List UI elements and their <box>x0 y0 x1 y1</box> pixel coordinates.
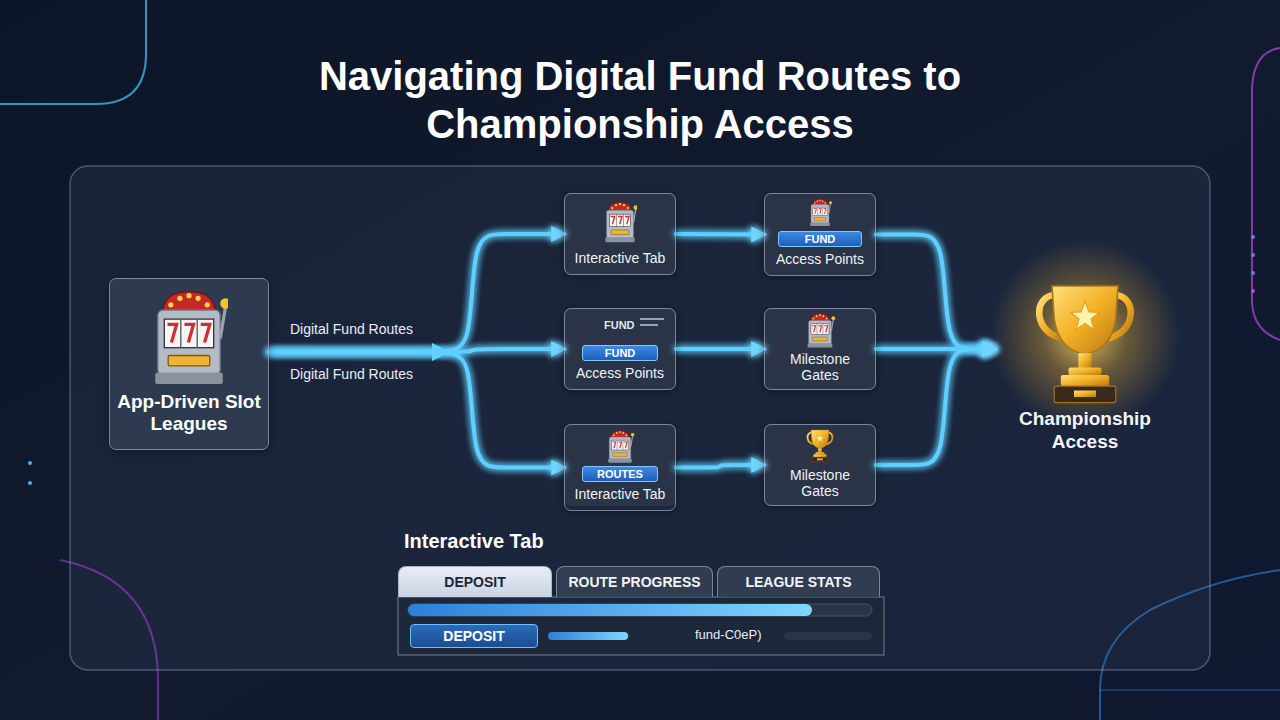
node-fill <box>564 424 676 506</box>
node-fill <box>764 308 876 390</box>
deco-dot <box>1251 235 1255 239</box>
flow-connector <box>876 349 995 465</box>
glass-panel <box>70 166 1210 670</box>
deco-dot <box>28 461 32 465</box>
corner-line <box>1100 689 1280 691</box>
corner-arc <box>1252 48 1280 340</box>
route-box: Interactive Tab <box>564 193 676 275</box>
node-label: Milestone Gates <box>774 351 866 383</box>
trophy-icon <box>808 430 833 462</box>
node-label: DEPOSIT <box>443 628 504 644</box>
deco-dot <box>1251 289 1255 293</box>
node-label: Interactive Tab <box>404 530 544 553</box>
title-block: Navigating Digital Fund Routes to Champi… <box>0 52 1280 148</box>
node-fill <box>110 278 268 450</box>
milestone-box: Milestone Gates <box>764 308 876 390</box>
badge-label: ROUTES <box>582 466 658 482</box>
deposit-button: DEPOSIT <box>410 624 538 648</box>
node-label: Access Points <box>576 365 664 381</box>
node-fill <box>564 193 676 275</box>
mini-track <box>784 632 872 640</box>
title: Navigating Digital Fund Routes to Champi… <box>270 52 1010 148</box>
node-label: LEAGUE STATS <box>745 574 851 590</box>
progress-track <box>408 604 872 616</box>
flow-connector <box>876 235 995 350</box>
league-box: App-Driven Slot Leagues <box>109 278 269 450</box>
node-fill <box>764 424 876 506</box>
interactive-tab-panel: Interactive Tab fund-C0eP) DEPOSIT ROUTE PR… <box>396 528 886 658</box>
tab-button: LEAGUE STATS <box>717 566 880 597</box>
node-label: App-Driven Slot Leagues <box>116 391 262 435</box>
slot-machine-icon <box>808 314 836 348</box>
trophy-illustration <box>1039 286 1131 403</box>
flow-connector <box>676 347 764 351</box>
progress-fill <box>408 604 812 616</box>
node-label: ROUTE PROGRESS <box>568 574 700 590</box>
tab-button: ROUTE PROGRESS <box>556 566 713 597</box>
trophy-glow <box>990 240 1180 430</box>
flow-connector <box>676 465 764 468</box>
edge-label: Digital Fund Routes <box>290 366 413 382</box>
node-label: Milestone Gates <box>774 467 866 499</box>
connectors <box>269 234 995 468</box>
slot-machine-icon <box>605 202 638 242</box>
deco-dot <box>1251 271 1255 275</box>
node-label: Championship Access <box>1000 408 1170 454</box>
node-label: FUND <box>604 319 635 331</box>
flow-connector <box>269 234 564 352</box>
deco-dot <box>28 481 32 485</box>
deco-dot <box>1251 253 1255 257</box>
flow-connector <box>676 232 764 237</box>
edge-label: Digital Fund Routes <box>290 321 413 337</box>
node-fills <box>110 193 876 506</box>
mini-track <box>548 632 630 640</box>
node-label: Access Points <box>776 251 864 267</box>
node-fill <box>764 193 876 275</box>
route-box: FUND Access Points <box>764 193 876 276</box>
flow-connector <box>269 352 564 468</box>
route-box: ROUTES Interactive Tab <box>564 424 676 511</box>
slot-machine-icon <box>608 431 634 463</box>
node-label: Interactive Tab <box>575 486 666 502</box>
slot-machine-icon <box>810 199 832 226</box>
badge-label: FUND <box>582 345 658 361</box>
tab-button: DEPOSIT <box>398 566 552 597</box>
milestone-box: Milestone Gates <box>764 424 876 506</box>
deco-line <box>640 324 658 326</box>
badge-label: FUND <box>778 231 862 247</box>
node-label: DEPOSIT <box>444 574 505 590</box>
championship-node: Championship Access <box>995 270 1175 460</box>
slot-machine-icon <box>155 292 230 384</box>
corner-arc <box>0 0 146 104</box>
node-fill <box>564 308 676 390</box>
node-label: Interactive Tab <box>575 250 666 266</box>
mini-fill <box>548 632 628 640</box>
route-box: FUND FUND Access Points <box>564 308 676 390</box>
node-label: fund-C0eP) <box>695 627 761 642</box>
deco-line <box>640 318 664 320</box>
tab-body <box>398 597 884 655</box>
